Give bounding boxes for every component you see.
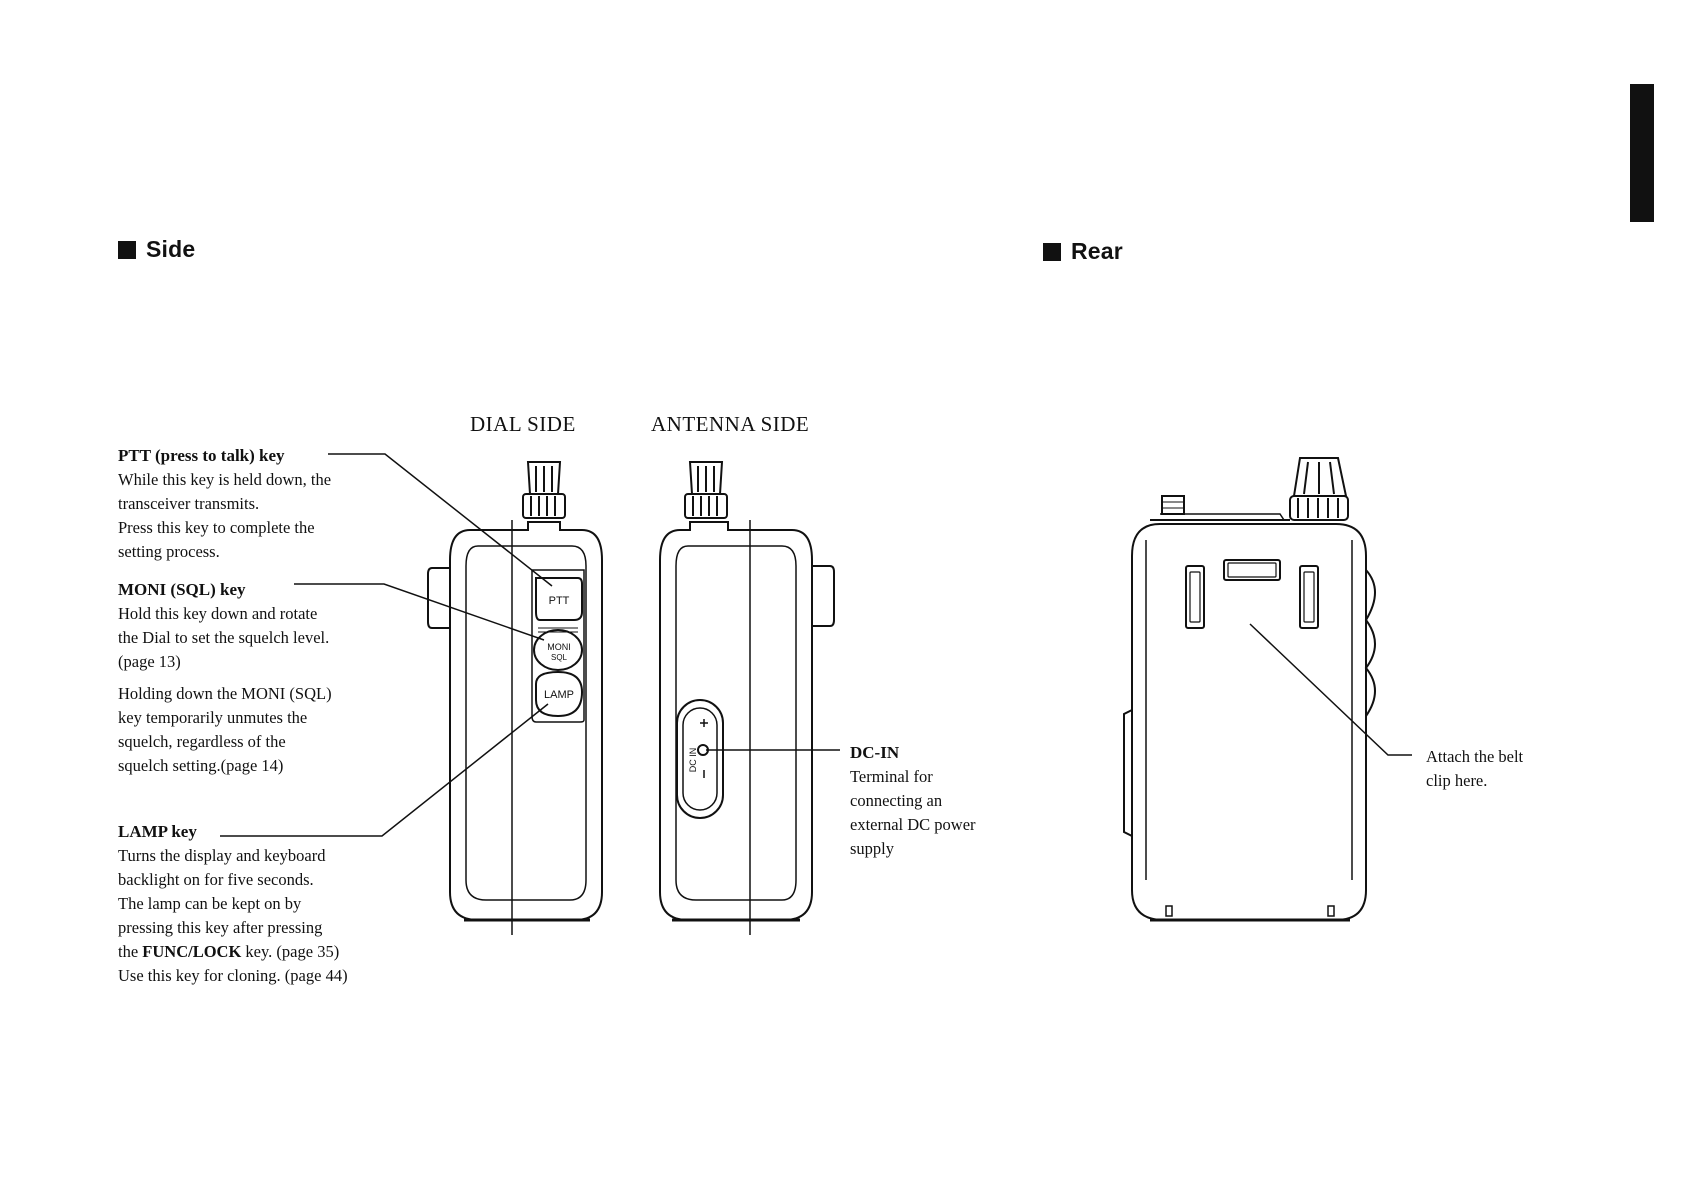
moni-text-line: Hold this key down and rotate [118,604,318,623]
ptt-text-line: Press this key to complete the [118,518,315,537]
dcin-text-line: connecting an [850,791,943,810]
lamp-text-line: Use this key for cloning. (page 44) [118,966,348,985]
rear-heading: Rear [1043,238,1123,265]
belt-clip-text-line: Attach the belt [1426,747,1524,766]
lamp-text-line: the FUNC/LOCK key. (page 35) [118,940,418,964]
dc-in-jack-label: DC IN [688,748,698,773]
dcin-title: DC-IN [850,743,900,762]
side-heading-text: Side [146,236,196,262]
rear-radio-drawing [1123,457,1376,922]
ptt-text-line: While this key is held down, the [118,470,332,489]
lamp-title: LAMP key [118,822,197,841]
moni-title: MONI (SQL) key [118,580,246,599]
side-heading: Side [118,236,195,263]
moni-text-line: squelch setting.(page 14) [118,756,284,775]
belt-clip-leader-line [1249,623,1412,756]
belt-clip-callout: Attach the belt clip here. [1426,745,1596,793]
moni-text-line: (page 13) [118,652,181,671]
moni-text-line: the Dial to set the squelch level. [118,628,330,647]
ptt-text-line: transceiver transmits. [118,494,260,513]
dcin-callout: DC-IN Terminal for connecting an externa… [850,741,1030,861]
dcin-text-line: external DC power [850,815,976,834]
ptt-key-label: PTT [549,595,570,607]
func-lock-key-ref: FUNC/LOCK [142,942,242,961]
antenna-side-radio-drawing [659,461,835,935]
lamp-key-label: LAMP [544,689,574,701]
moni-text-line: squelch, regardless of the [118,732,286,751]
dcin-text-line: Terminal for [850,767,933,786]
moni-key-label: MONI [547,642,571,652]
dial-side-radio-drawing [427,461,603,935]
lamp-text-span: the [118,942,143,961]
lamp-text-line: pressing this key after pressing [118,918,323,937]
lamp-text-line: Turns the display and keyboard [118,846,326,865]
lamp-callout: LAMP key Turns the display and keyboard … [118,820,418,988]
ptt-leader-line [328,453,553,587]
chapter-tab-marker [1630,84,1654,222]
ptt-callout: PTT (press to talk) key While this key i… [118,444,408,564]
rear-heading-text: Rear [1071,238,1123,264]
lamp-text-span: key. (page 35) [241,942,340,961]
sql-key-label: SQL [551,653,568,662]
dial-side-label: DIAL SIDE [470,412,576,436]
lamp-leader-line [220,703,549,837]
section-bullet-icon [118,240,136,259]
section-bullet-icon [1043,242,1061,261]
ptt-text-line: setting process. [118,542,220,561]
moni-text-line: key temporarily unmutes the [118,708,308,727]
lamp-text-line: The lamp can be kept on by [118,894,302,913]
belt-clip-text-line: clip here. [1426,771,1488,790]
dcin-text-line: supply [850,839,895,858]
ptt-title: PTT (press to talk) key [118,446,285,465]
antenna-side-label: ANTENNA SIDE [651,412,810,436]
moni-text-line: Holding down the MONI (SQL) [118,684,332,703]
lamp-text-line: backlight on for five seconds. [118,870,314,889]
moni-callout: MONI (SQL) key Hold this key down and ro… [118,578,408,778]
callout-leader-lines [220,453,1412,837]
moni-leader-line [294,583,545,641]
